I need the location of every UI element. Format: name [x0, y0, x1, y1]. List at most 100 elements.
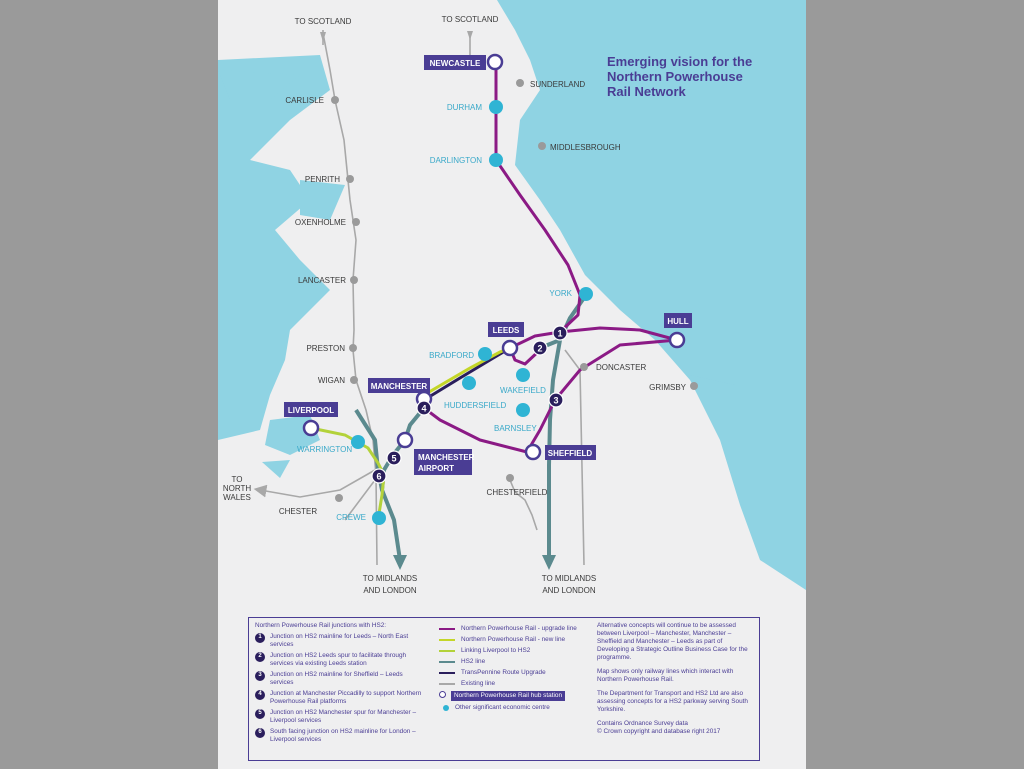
rail-network-map: 1 2 3 4 5 6 Emerging vision for the Nort…	[218, 0, 806, 595]
north-sea	[497, 0, 806, 590]
map-title-line-1: Emerging vision for the	[607, 54, 752, 69]
legend-economic-centre: Other significant economic centre	[439, 704, 589, 712]
legend-line-npr-upgrade: Northern Powerhouse Rail - upgrade line	[439, 625, 589, 633]
label-chester: CHESTER	[279, 507, 317, 516]
svg-text:LEEDS: LEEDS	[493, 326, 520, 335]
hub-label-manchester: MANCHESTER	[368, 378, 430, 393]
humber-estuary	[660, 330, 760, 385]
svg-text:6: 6	[376, 472, 381, 482]
to-scotland-east: TO SCOTLAND	[442, 15, 499, 24]
arrow-up-west	[320, 32, 326, 42]
legend-line-hs2: HS2 line	[439, 658, 589, 666]
svg-text:LIVERPOOL: LIVERPOOL	[288, 406, 334, 415]
map-title-line-2: Northern Powerhouse	[607, 69, 743, 84]
hub-label-liverpool: LIVERPOOL	[284, 402, 338, 417]
hub-label-hull: HULL	[664, 313, 692, 328]
legend-note-1: Alternative concepts will continue to be…	[597, 622, 748, 661]
to-midlands-east-2: AND LONDON	[542, 586, 596, 595]
dee-estuary	[262, 460, 290, 478]
svg-text:3: 3	[553, 396, 558, 406]
label-grimsby: GRIMSBY	[649, 383, 687, 392]
label-middlesbrough: MIDDLESBROUGH	[550, 143, 621, 152]
irish-sea	[218, 55, 330, 440]
label-lancaster: LANCASTER	[298, 276, 346, 285]
label-carlisle: CARLISLE	[285, 96, 324, 105]
svg-text:5: 5	[391, 454, 396, 464]
junction-5: 5	[386, 450, 402, 466]
label-warrington: WARRINGTON	[297, 445, 352, 454]
map-title-line-3: Rail Network	[607, 84, 687, 99]
hub-label-newcastle: NEWCASTLE	[424, 55, 486, 70]
label-barnsley: BARNSLEY	[494, 424, 537, 433]
svg-text:AIRPORT: AIRPORT	[418, 464, 454, 473]
junction-1: 1	[552, 325, 568, 341]
svg-text:4: 4	[421, 404, 426, 414]
liverpool-hs2-link	[310, 426, 386, 521]
to-north-wales-1: TO	[232, 475, 243, 484]
legend-copyright-1: Contains Ordnance Survey data	[597, 720, 688, 727]
hub-circles	[302, 53, 686, 461]
label-durham: DURHAM	[447, 103, 482, 112]
label-huddersfield: HUDDERSFIELD	[444, 401, 506, 410]
label-bradford: BRADFORD	[429, 351, 474, 360]
solway-firth	[218, 70, 300, 100]
legend-notes: Alternative concepts will continue to be…	[597, 622, 753, 736]
economic-centre-dots	[351, 100, 593, 525]
label-sunderland: SUNDERLAND	[530, 80, 585, 89]
to-midlands-west-2: AND LONDON	[363, 586, 417, 595]
hub-label-manchester-airport: MANCHESTER AIRPORT	[414, 449, 475, 475]
svg-text:MANCHESTER: MANCHESTER	[418, 453, 475, 462]
label-darlington: DARLINGTON	[430, 156, 483, 165]
legend-line-existing: Existing line	[439, 680, 589, 688]
svg-text:2: 2	[537, 344, 542, 354]
legend-line-transpennine: TransPennine Route Upgrade	[439, 669, 589, 677]
legend-note-2: Map shows only railway lines which inter…	[597, 668, 734, 683]
hub-label-sheffield: SHEFFIELD	[545, 445, 596, 460]
svg-text:HULL: HULL	[667, 317, 688, 326]
svg-text:SHEFFIELD: SHEFFIELD	[548, 449, 593, 458]
label-crewe: CREWE	[336, 513, 366, 522]
legend-lines: Northern Powerhouse Rail - upgrade line …	[439, 622, 589, 712]
morecambe-bay	[300, 180, 345, 220]
npr-upgrade-lines	[423, 62, 678, 454]
svg-text:MANCHESTER: MANCHESTER	[371, 382, 428, 391]
legend-box: Northern Powerhouse Rail junctions with …	[248, 617, 760, 761]
junction-4: 4	[416, 400, 432, 416]
legend-hub-station: Northern Powerhouse Rail hub station	[439, 691, 589, 701]
hs2-arrow-east	[542, 555, 556, 570]
label-wakefield: WAKEFIELD	[500, 386, 546, 395]
legend-junctions-title: Northern Powerhouse Rail junctions with …	[255, 622, 387, 629]
legend-line-npr-new: Northern Powerhouse Rail - new line	[439, 636, 589, 644]
legend-note-3: The Department for Transport and HS2 Ltd…	[597, 690, 748, 713]
to-midlands-west-1: TO MIDLANDS	[363, 574, 418, 583]
hs2-arrow-west	[393, 555, 407, 570]
svg-text:1: 1	[557, 329, 562, 339]
station-dots	[331, 79, 698, 502]
sea-areas	[218, 0, 806, 590]
label-york: YORK	[549, 289, 572, 298]
legend-junctions: Northern Powerhouse Rail junctions with …	[255, 622, 427, 744]
arrow-up-east	[467, 31, 473, 40]
label-doncaster: DONCASTER	[596, 363, 646, 372]
svg-text:NEWCASTLE: NEWCASTLE	[430, 59, 481, 68]
junction-2: 2	[532, 340, 548, 356]
transpennine-line	[423, 346, 511, 402]
label-wigan: WIGAN	[318, 376, 345, 385]
label-penrith: PENRITH	[305, 175, 340, 184]
junction-6: 6	[371, 468, 387, 484]
hub-label-leeds: LEEDS	[488, 322, 524, 337]
junction-3: 3	[548, 392, 564, 408]
to-north-wales-2: NORTH	[223, 484, 252, 493]
legend-line-liverpool-hs2: Linking Liverpool to HS2	[439, 647, 589, 655]
label-oxenholme: OXENHOLME	[295, 218, 346, 227]
label-chesterfield: CHESTERFIELD	[487, 488, 548, 497]
to-north-wales-3: WALES	[223, 493, 251, 502]
to-scotland-west: TO SCOTLAND	[295, 17, 352, 26]
to-midlands-east-1: TO MIDLANDS	[542, 574, 597, 583]
